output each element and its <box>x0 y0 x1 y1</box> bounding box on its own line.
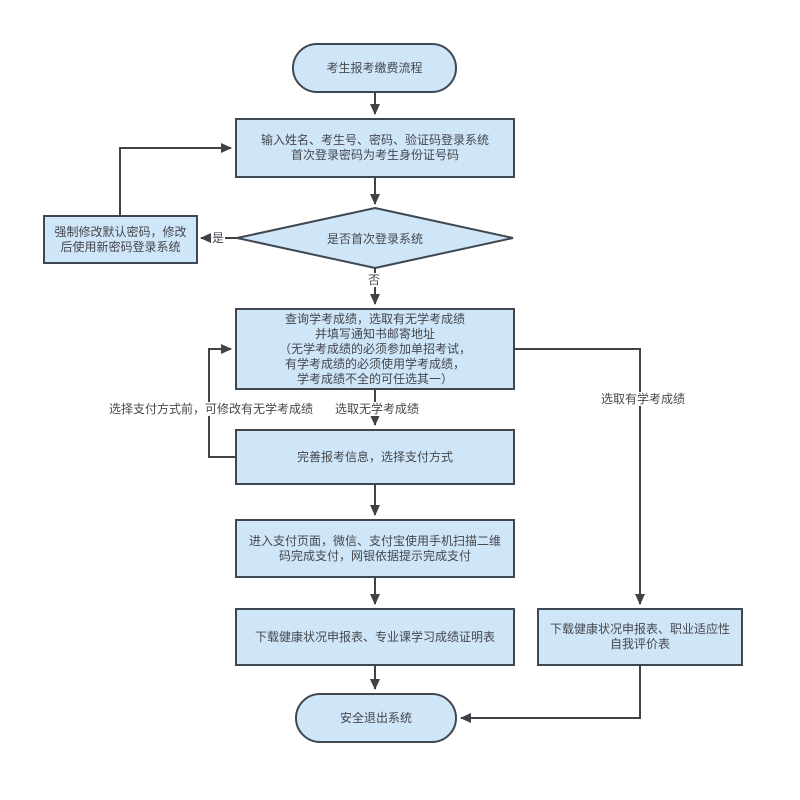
decision-label: 是否首次登录系统 <box>326 231 423 246</box>
download-no-scores-label: 下载健康状况申报表、专业课学习成绩证明表 <box>254 629 495 644</box>
node-decision-first-login: 是否首次登录系统 <box>237 208 513 268</box>
complete-info-label: 完善报考信息，选择支付方式 <box>296 449 453 464</box>
edge-query-has-scores-to-download-right <box>515 348 645 605</box>
download-has-scores-label: 下载健康状况申报表、职业适应性 自我评价表 <box>549 622 730 651</box>
node-login-step: 输入姓名、考生号、密码、验证码登录系统 首次登录密码为考生身份证号码 <box>235 118 515 178</box>
node-payment-step: 进入支付页面，微信、支付宝使用手机扫描二维 码完成支付，网银依据提示完成支付 <box>235 519 515 578</box>
node-download-no-scores: 下载健康状况申报表、专业课学习成绩证明表 <box>235 608 515 666</box>
node-end-terminator: 安全退出系统 <box>295 693 457 743</box>
force-change-label: 强制修改默认密码，修改 后使用新密码登录系统 <box>54 224 187 254</box>
node-login-label: 输入姓名、考生号、密码、验证码登录系统 首次登录密码为考生身份证号码 <box>260 133 489 162</box>
node-end-label: 安全退出系统 <box>339 710 412 725</box>
node-force-change-password: 强制修改默认密码，修改 后使用新密码登录系统 <box>43 215 198 264</box>
node-complete-info: 完善报考信息，选择支付方式 <box>235 429 515 485</box>
edge-label-modify-before-pay: 选择支付方式前，可修改有无学考成绩 <box>108 402 315 416</box>
edge-label-no: 否 <box>367 273 382 287</box>
node-download-has-scores: 下载健康状况申报表、职业适应性 自我评价表 <box>537 608 743 666</box>
edge-label-no-scores: 选取无学考成绩 <box>334 402 421 416</box>
payment-label: 进入支付页面，微信、支付宝使用手机扫描二维 码完成支付，网银依据提示完成支付 <box>248 533 501 563</box>
node-start-terminator: 考生报考缴费流程 <box>292 43 457 93</box>
edge-download-right-to-end <box>460 666 641 723</box>
edge-label-yes: 是 <box>211 231 226 245</box>
node-query-scores: 查询学考成绩，选取有无学考成绩 并填写通知书邮寄地址 （无学考成绩的必须参加单招… <box>235 308 515 390</box>
query-scores-label: 查询学考成绩，选取有无学考成绩 并填写通知书邮寄地址 （无学考成绩的必须参加单招… <box>278 311 471 386</box>
edge-label-has-scores: 选取有学考成绩 <box>600 392 687 406</box>
node-start-label: 考生报考缴费流程 <box>326 60 423 75</box>
edge-force-change-back-to-login <box>119 143 232 215</box>
